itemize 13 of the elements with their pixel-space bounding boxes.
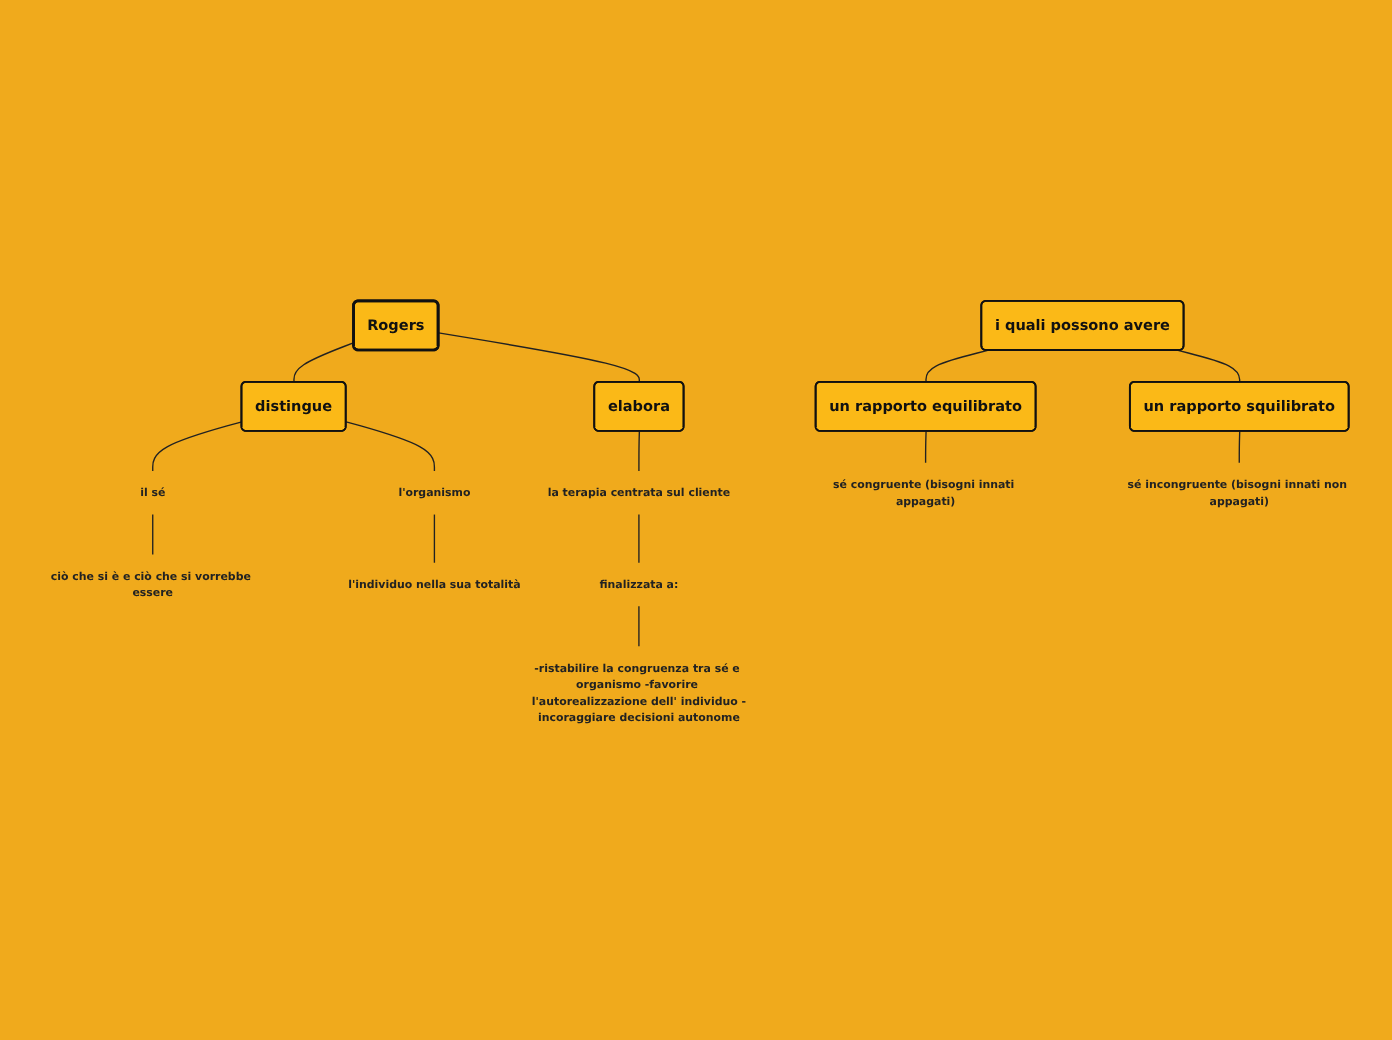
connector <box>638 605 640 648</box>
connector <box>152 513 154 556</box>
connector <box>345 421 436 472</box>
connector <box>1177 349 1241 383</box>
connector <box>437 332 641 383</box>
connector <box>433 513 436 564</box>
connector <box>293 341 355 383</box>
connector <box>924 430 927 464</box>
connector <box>1238 430 1241 464</box>
connector <box>638 513 640 564</box>
connector <box>152 421 243 472</box>
connector <box>638 430 641 472</box>
connector <box>925 349 989 383</box>
